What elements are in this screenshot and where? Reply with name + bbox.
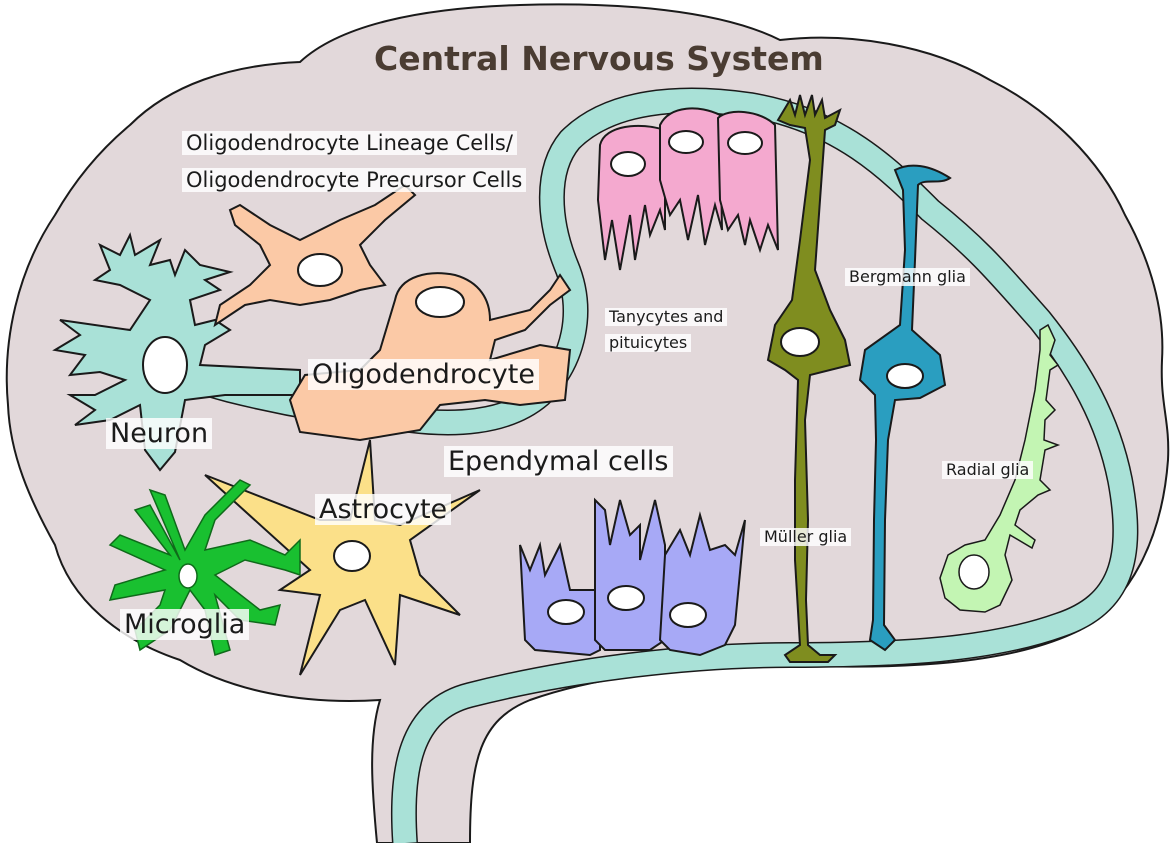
tanycyte-nucleus-2 <box>669 131 703 153</box>
ependymal-nucleus-3 <box>670 603 706 627</box>
astrocyte-nucleus <box>334 541 370 571</box>
muller-nucleus <box>781 328 819 356</box>
microglia-nucleus <box>179 564 197 588</box>
diagram-title: Central Nervous System <box>374 40 824 78</box>
label-radial-glia: Radial glia <box>942 461 1033 479</box>
label-microglia: Microglia <box>120 609 249 640</box>
label-opc-line1: Oligodendrocyte Lineage Cells/ <box>182 131 517 155</box>
tanycyte-nucleus-3 <box>728 132 762 154</box>
label-astrocyte: Astrocyte <box>315 494 451 525</box>
label-tanycytes-line2: pituicytes <box>605 334 691 352</box>
oligodendrocyte-nucleus <box>416 287 464 317</box>
label-tanycytes-line1: Tanycytes and <box>605 308 727 326</box>
label-oligodendrocyte: Oligodendrocyte <box>308 359 539 390</box>
radial-nucleus <box>959 555 989 589</box>
bergmann-nucleus <box>887 364 923 388</box>
neuron-nucleus <box>143 337 187 393</box>
label-ependymal-cells: Ependymal cells <box>444 446 673 477</box>
label-bergmann-glia: Bergmann glia <box>845 268 970 286</box>
label-opc-line2: Oligodendrocyte Precursor Cells <box>182 168 526 192</box>
tanycyte-nucleus-1 <box>611 152 645 176</box>
label-muller-glia: Müller glia <box>760 528 851 546</box>
ependymal-nucleus-1 <box>548 600 584 624</box>
opc-nucleus <box>298 254 342 286</box>
ependymal-nucleus-2 <box>608 586 644 610</box>
label-neuron: Neuron <box>106 418 212 449</box>
